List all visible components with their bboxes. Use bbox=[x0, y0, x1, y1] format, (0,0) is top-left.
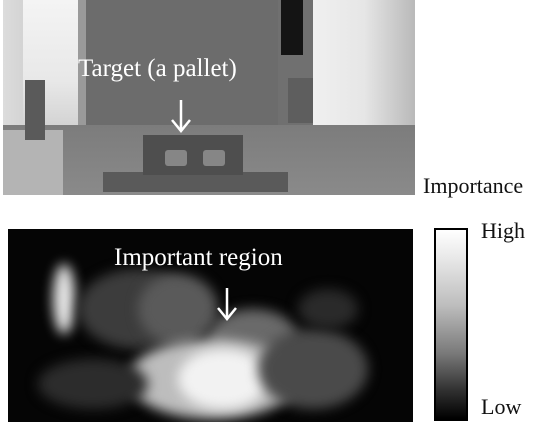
depth-floor-left bbox=[3, 130, 63, 195]
target-annotation: Target (a pallet) bbox=[78, 55, 237, 82]
importance-heatmap bbox=[8, 229, 413, 422]
colorbar-high-label: High bbox=[481, 218, 525, 243]
depth-right-near-object bbox=[313, 0, 415, 125]
heatmap-blob bbox=[38, 359, 148, 409]
heatmap-blob bbox=[53, 264, 75, 334]
pallet-fork-hole bbox=[165, 150, 187, 166]
heatmap-blob bbox=[298, 289, 358, 329]
depth-pallet-base bbox=[103, 172, 288, 192]
down-arrow-icon bbox=[217, 288, 237, 321]
down-arrow-icon bbox=[171, 100, 191, 133]
depth-column bbox=[78, 0, 86, 140]
heatmap-blob bbox=[178, 349, 268, 409]
depth-missing-region bbox=[281, 0, 303, 55]
region-annotation: Important region bbox=[114, 244, 283, 271]
heatmap-blob bbox=[138, 274, 218, 344]
colorbar bbox=[434, 228, 468, 421]
depth-right-box bbox=[288, 78, 313, 123]
pallet-fork-hole bbox=[203, 150, 225, 166]
heatmap-blob bbox=[258, 329, 368, 409]
pallet bbox=[143, 135, 243, 175]
depth-pole bbox=[25, 80, 45, 140]
depth-image bbox=[3, 0, 415, 195]
colorbar-low-label: Low bbox=[481, 394, 522, 419]
colorbar-title: Importance bbox=[423, 173, 524, 198]
